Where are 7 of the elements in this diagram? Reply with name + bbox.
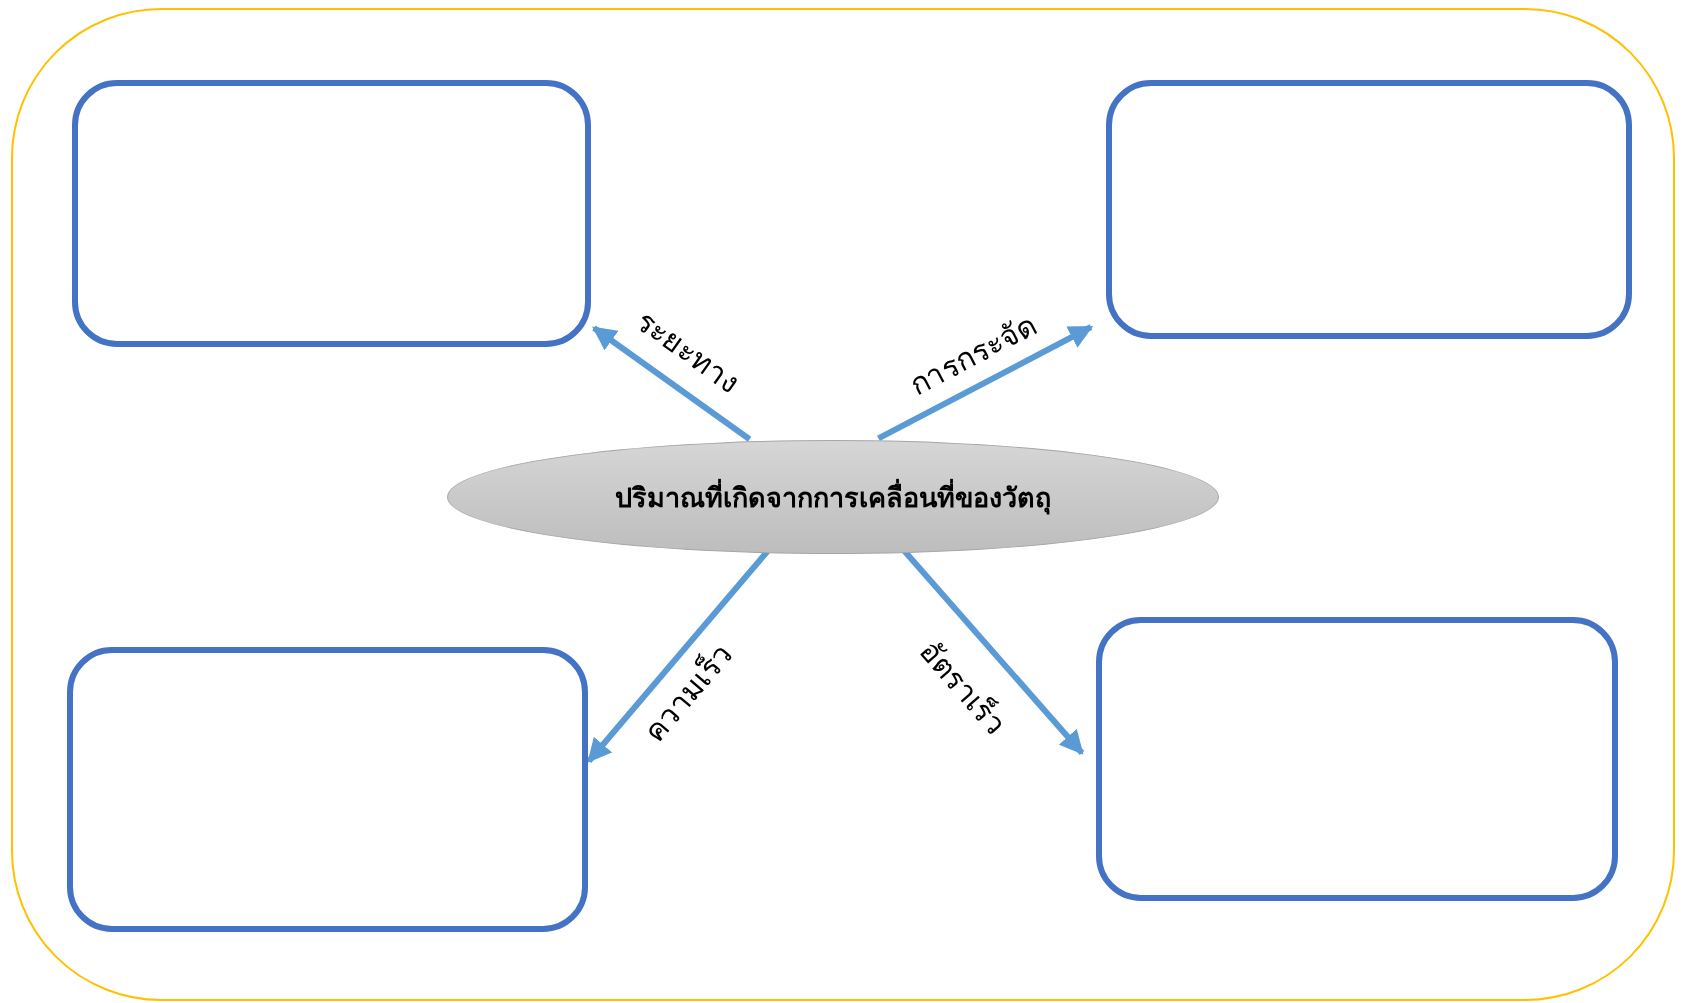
arrow <box>592 325 752 442</box>
node-label: ปริมาณที่เกิดจากการเคลื่อนที่ของวัตถุ <box>615 478 1051 517</box>
empty-box <box>72 80 591 347</box>
empty-box <box>1106 80 1632 339</box>
empty-box <box>67 647 588 932</box>
empty-box <box>1096 617 1618 901</box>
arrow <box>877 324 1094 442</box>
